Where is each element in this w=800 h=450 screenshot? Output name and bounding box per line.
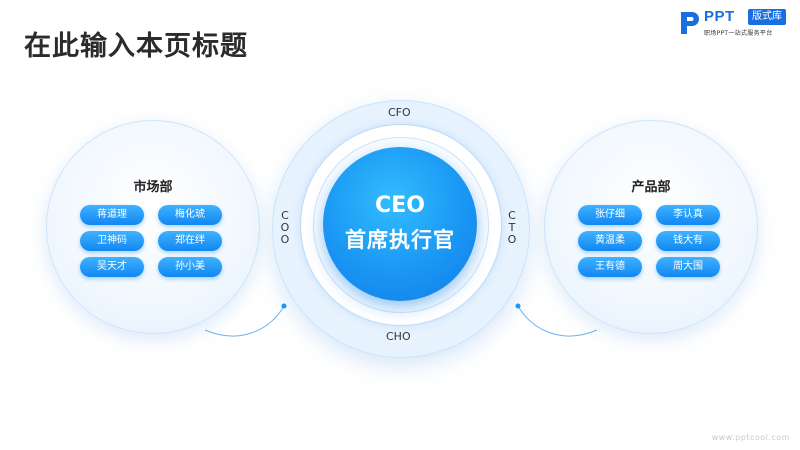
logo-tagline: 职场PPT一站式服务平台 bbox=[704, 30, 773, 37]
brand-logo: PPT 版式库 职场PPT一站式服务平台 bbox=[679, 8, 797, 40]
member-grid: 张仔细 李认真 黄温柔 钱大有 王有德 周大围 bbox=[578, 205, 724, 277]
logo-badge: 版式库 bbox=[748, 9, 786, 25]
ceo-title-cn: 首席执行官 bbox=[345, 228, 455, 252]
department-title: 市场部 bbox=[133, 180, 173, 195]
logo-brand: PPT bbox=[704, 8, 735, 25]
ceo-title-en: CEO bbox=[375, 193, 425, 218]
right-connector bbox=[517, 305, 598, 337]
page-title: 在此输入本页标题 bbox=[24, 31, 248, 62]
role-cho: CHO bbox=[386, 330, 411, 343]
member-pill: 周大围 bbox=[656, 257, 720, 277]
right-connector-dot bbox=[515, 303, 521, 309]
member-pill: 蒋道理 bbox=[80, 205, 144, 225]
department-marketing: 市场部 蒋道理 梅化琥 卫神码 郑在绊 吴天才 孙小美 bbox=[46, 120, 260, 334]
left-connector-dot bbox=[281, 303, 287, 309]
footer-url: www.pptcool.com bbox=[711, 433, 790, 442]
member-pill: 卫神码 bbox=[80, 231, 144, 251]
member-pill: 黄温柔 bbox=[578, 231, 642, 251]
member-pill: 钱大有 bbox=[656, 231, 720, 251]
logo-mark-icon bbox=[681, 12, 699, 34]
role-cfo: CFO bbox=[388, 106, 411, 119]
member-pill: 吴天才 bbox=[80, 257, 144, 277]
member-pill: 张仔细 bbox=[578, 205, 642, 225]
member-pill: 梅化琥 bbox=[158, 205, 222, 225]
left-connector bbox=[204, 305, 285, 337]
ceo-core: CEO 首席执行官 bbox=[323, 147, 477, 301]
member-grid: 蒋道理 梅化琥 卫神码 郑在绊 吴天才 孙小美 bbox=[80, 205, 226, 277]
department-title: 产品部 bbox=[631, 180, 671, 195]
department-product: 产品部 张仔细 李认真 黄温柔 钱大有 王有德 周大围 bbox=[544, 120, 758, 334]
member-pill: 李认真 bbox=[656, 205, 720, 225]
member-pill: 郑在绊 bbox=[158, 231, 222, 251]
member-pill: 孙小美 bbox=[158, 257, 222, 277]
member-pill: 王有德 bbox=[578, 257, 642, 277]
